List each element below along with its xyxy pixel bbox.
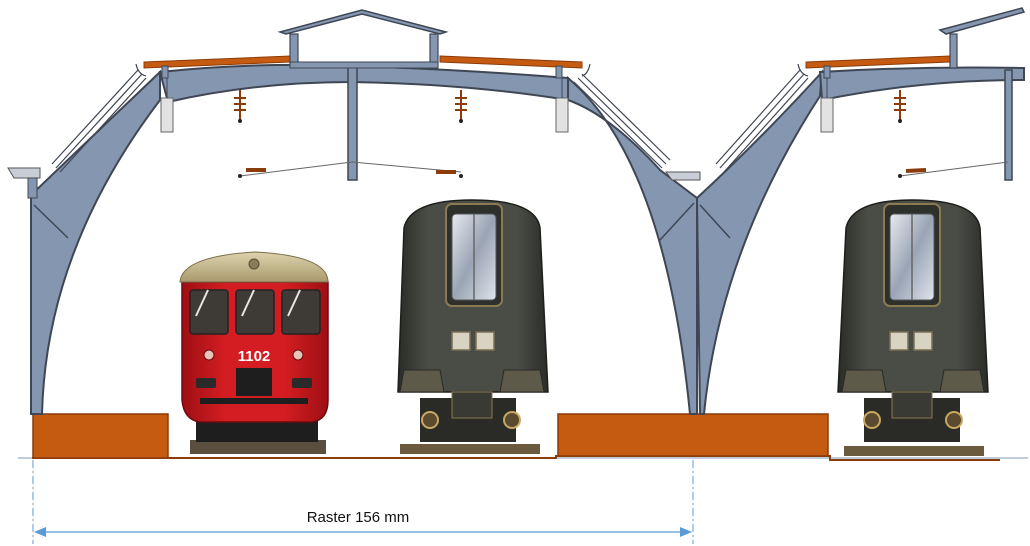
platform-center	[557, 413, 829, 457]
dimension-arrow-left	[34, 527, 46, 537]
railcar-number: 1102	[238, 348, 271, 365]
roof-boards-bay-2	[805, 7, 1026, 79]
dimension-arrow-right	[680, 527, 692, 537]
overhead-catenary-bay-1	[234, 90, 467, 178]
roof-frame-bay-2	[695, 66, 1025, 415]
platform-left	[32, 413, 169, 459]
coach-end-1	[397, 199, 549, 454]
raster-dimension: Raster 156 mm	[32, 460, 694, 544]
skylight-glazing-bay-2	[715, 63, 809, 173]
ground	[18, 455, 1028, 461]
coach-end-2	[837, 199, 989, 456]
lamp-fixtures	[160, 78, 569, 133]
roof-frame-bay-1	[7, 63, 701, 415]
red-railcar: 1102	[179, 251, 329, 454]
roof-lantern-bay-1	[277, 9, 449, 69]
skylight-glazing	[51, 63, 671, 173]
overhead-catenary-bay-2	[894, 90, 1009, 178]
lamp-fixtures-bay-2	[820, 78, 834, 133]
dimension-label: Raster 156 mm	[307, 509, 410, 526]
